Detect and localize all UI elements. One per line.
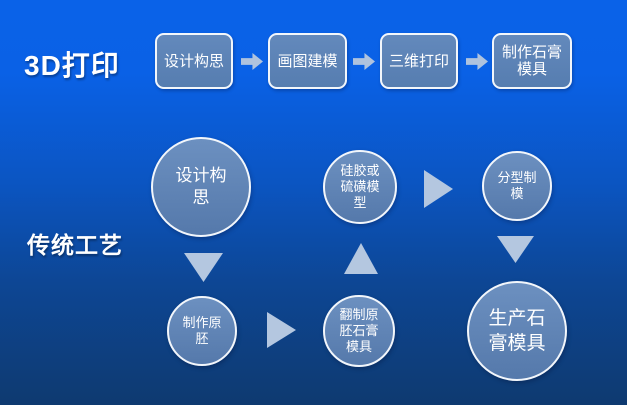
printing-step-modeling-label: 画图建模: [277, 52, 338, 70]
printing-step-design: 设计构思: [155, 33, 233, 89]
triangle-down-icon: [497, 236, 534, 263]
arrow-right-icon: [241, 53, 263, 70]
traditional-node-produce-label: 生产石膏模具: [488, 308, 546, 354]
traditional-node-blank: 制作原胚: [167, 296, 237, 366]
traditional-node-parting: 分型制模: [482, 151, 552, 221]
triangle-right-icon: [424, 170, 453, 208]
traditional-node-copy-mold: 翻制原胚石膏模具: [323, 295, 395, 367]
arrow-right-icon: [466, 53, 488, 70]
triangle-down-icon: [184, 253, 223, 282]
traditional-node-blank-label: 制作原胚: [182, 315, 222, 346]
triangle-right-icon: [267, 312, 296, 348]
traditional-node-silicone: 硅胶或硫磺模型: [323, 150, 397, 224]
printing-step-print: 三维打印: [380, 33, 458, 89]
traditional-section-title: 传统工艺: [27, 232, 123, 258]
printing-step-modeling: 画图建模: [268, 33, 347, 89]
traditional-node-produce: 生产石膏模具: [467, 281, 567, 381]
traditional-node-design: 设计构思: [151, 137, 251, 237]
traditional-node-design-label: 设计构思: [175, 166, 227, 207]
traditional-node-silicone-label: 硅胶或硫磺模型: [340, 163, 380, 210]
printing-section-title: 3D打印: [24, 50, 120, 81]
printing-step-design-label: 设计构思: [163, 52, 224, 70]
traditional-node-copy-mold-label: 翻制原胚石膏模具: [339, 307, 379, 354]
printing-step-print-label: 三维打印: [388, 52, 449, 70]
arrow-right-icon: [353, 53, 375, 70]
printing-step-plaster-mold: 制作石膏模具: [492, 33, 572, 89]
printing-step-plaster-mold-label: 制作石膏模具: [501, 44, 562, 78]
traditional-node-parting-label: 分型制模: [497, 170, 537, 201]
triangle-up-icon: [344, 243, 378, 274]
